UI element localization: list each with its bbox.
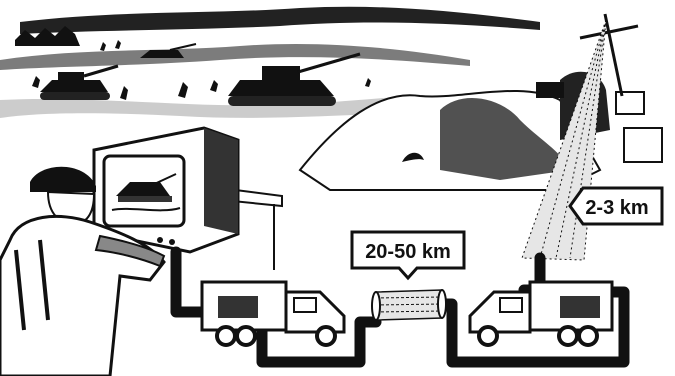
tank-left — [40, 66, 118, 100]
truck-wheel — [579, 327, 597, 345]
truck-wheel — [317, 327, 335, 345]
relay-link — [372, 290, 446, 320]
soldier-figure — [115, 40, 121, 49]
control-knob — [157, 237, 163, 243]
truck-wheel — [559, 327, 577, 345]
transmitter-box — [624, 128, 662, 162]
truck-wheel — [479, 327, 497, 345]
distant-hills — [20, 7, 540, 34]
antenna-mast — [605, 14, 622, 96]
operator-cap — [30, 167, 96, 192]
distance-sign-short: 2-3 km — [570, 188, 662, 224]
truck-wheel — [237, 327, 255, 345]
soldier-figure — [100, 42, 106, 51]
truck-right — [470, 282, 612, 345]
hill-ridge — [0, 44, 470, 70]
soldier-figure — [32, 76, 40, 88]
distance-sign-long: 20-50 km — [352, 232, 464, 278]
truck-wheel — [217, 327, 235, 345]
soldier-figure — [120, 86, 128, 100]
soldier-figure — [178, 82, 188, 98]
control-knob — [169, 239, 175, 245]
soldier-figure — [365, 78, 371, 87]
distance-label-short: 2-3 km — [585, 197, 648, 219]
tank-center — [228, 54, 360, 106]
truck-left — [202, 282, 344, 345]
soldier-figure — [210, 80, 218, 92]
distance-label-long: 20-50 km — [365, 241, 451, 263]
camera-box — [536, 82, 564, 98]
transmitter-box — [616, 92, 644, 114]
